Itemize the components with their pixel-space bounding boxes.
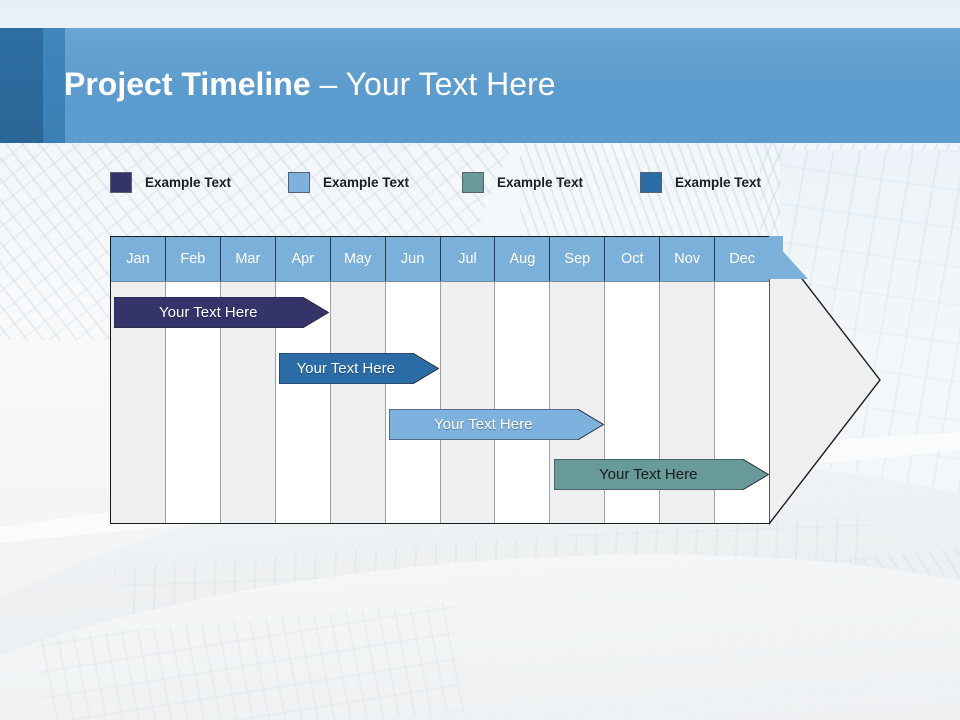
month-header-apr[interactable]: Apr: [274, 237, 330, 281]
month-header-jun[interactable]: Jun: [384, 237, 440, 281]
timeline-column-feb: [164, 237, 220, 523]
legend-swatch-icon: [288, 171, 310, 193]
legend-swatch-icon: [462, 171, 484, 193]
month-header-nov[interactable]: Nov: [659, 237, 715, 281]
timeline-column-jan: [111, 237, 165, 523]
timeline-bar-shape: [279, 353, 439, 384]
legend-swatch-icon: [640, 171, 662, 193]
header-accent-strip-dark: [0, 28, 43, 143]
timeline-bar-shape: [389, 409, 604, 440]
timeline-bar-4[interactable]: Your Text Here: [554, 459, 769, 490]
timeline-bar-shape: [554, 459, 769, 490]
legend-item-4[interactable]: Example Text: [640, 170, 761, 194]
legend-item-label: Example Text: [497, 174, 584, 190]
timeline-bar-label: Your Text Here: [159, 304, 258, 321]
timeline-bar-1[interactable]: Your Text Here: [114, 297, 329, 328]
timeline-bar-shape: [114, 297, 329, 328]
legend-item-2[interactable]: Example Text: [288, 170, 409, 194]
timeline-column-apr: [274, 237, 330, 523]
month-header-sep[interactable]: Sep: [549, 237, 605, 281]
legend-item-label: Example Text: [323, 174, 410, 190]
timeline-bar-label: Your Text Here: [434, 416, 533, 433]
timeline-column-dec: [714, 237, 769, 523]
month-header-may[interactable]: May: [329, 237, 385, 281]
timeline-bar-label: Your Text Here: [296, 360, 395, 377]
timeline-bar-2[interactable]: Your Text Here: [279, 353, 439, 384]
month-header-mar[interactable]: Mar: [219, 237, 275, 281]
month-header-oct[interactable]: Oct: [604, 237, 660, 281]
legend-item-label: Example Text: [145, 174, 232, 190]
legend-item-3[interactable]: Example Text: [462, 170, 583, 194]
timeline-column-mar: [219, 237, 275, 523]
month-header-jan[interactable]: Jan: [111, 237, 165, 281]
month-header-dec[interactable]: Dec: [714, 237, 770, 281]
timeline-bar-3[interactable]: Your Text Here: [389, 409, 604, 440]
page-title-rest: – Your Text Here: [310, 66, 556, 102]
timeline-column-aug: [494, 237, 549, 523]
page-title-bold: Project Timeline: [64, 66, 311, 102]
timeline-arrowhead: [769, 236, 882, 526]
header-accent-strip-mid: [43, 28, 65, 143]
month-header-aug[interactable]: Aug: [494, 237, 550, 281]
month-header-jul[interactable]: Jul: [439, 237, 495, 281]
timeline-column-oct: [604, 237, 659, 523]
timeline-column-jul: [439, 237, 495, 523]
legend-swatch-icon: [110, 171, 132, 193]
month-header-feb[interactable]: Feb: [164, 237, 220, 281]
page-title: Project Timeline – Your Text Here: [64, 58, 924, 110]
header-band: [0, 28, 960, 143]
legend: Example Text Example Text Example Text Exam…: [110, 170, 870, 194]
legend-item-label: Example Text: [675, 174, 762, 190]
timeline-bar-label: Your Text Here: [599, 466, 698, 483]
legend-item-1[interactable]: Example Text: [110, 170, 231, 194]
